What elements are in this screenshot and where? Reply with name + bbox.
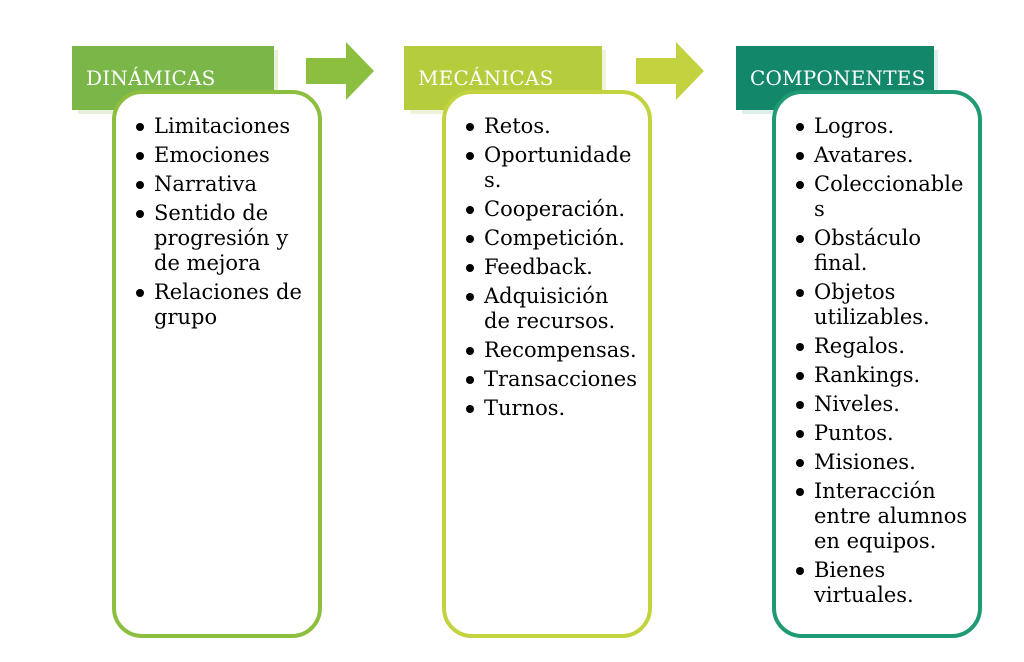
dinamicas-title: DINÁMICAS: [86, 66, 216, 90]
componentes-list: Logros. Avatares. Coleccionables Obstácu…: [796, 114, 968, 608]
dinamicas-list: Limitaciones Emociones Narrativa Sentido…: [136, 114, 308, 330]
list-item: Niveles.: [796, 392, 968, 417]
list-item: Competición.: [466, 226, 638, 251]
mecanicas-title: MECÁNICAS: [418, 66, 554, 90]
list-item: Relaciones de grupo: [136, 280, 308, 330]
list-item: Sentido de progresión y de mejora: [136, 201, 308, 276]
list-item: Retos.: [466, 114, 638, 139]
list-item: Obstáculo final.: [796, 226, 968, 276]
list-item: Oportunidades.: [466, 143, 638, 193]
dinamicas-box: Limitaciones Emociones Narrativa Sentido…: [112, 90, 322, 638]
list-item: Adquisición de recursos.: [466, 284, 638, 334]
list-item: Turnos.: [466, 396, 638, 421]
list-item: Cooperación.: [466, 197, 638, 222]
mecanicas-list: Retos. Oportunidades. Cooperación. Compe…: [466, 114, 638, 421]
list-item: Puntos.: [796, 421, 968, 446]
list-item: Avatares.: [796, 143, 968, 168]
arrow-right-icon: [636, 42, 704, 100]
componentes-title: COMPONENTES: [750, 66, 926, 90]
list-item: Logros.: [796, 114, 968, 139]
arrow-right-icon: [306, 42, 374, 100]
list-item: Narrativa: [136, 172, 308, 197]
componentes-box: Logros. Avatares. Coleccionables Obstácu…: [772, 90, 982, 638]
list-item: Rankings.: [796, 363, 968, 388]
list-item: Misiones.: [796, 450, 968, 475]
list-item: Interacción entre alumnos en equipos.: [796, 479, 968, 554]
list-item: Recompensas.: [466, 338, 638, 363]
list-item: Emociones: [136, 143, 308, 168]
list-item: Regalos.: [796, 334, 968, 359]
list-item: Limitaciones: [136, 114, 308, 139]
list-item: Transacciones: [466, 367, 638, 392]
list-item: Coleccionables: [796, 172, 968, 222]
list-item: Objetos utilizables.: [796, 280, 968, 330]
mecanicas-box: Retos. Oportunidades. Cooperación. Compe…: [442, 90, 652, 638]
list-item: Bienes virtuales.: [796, 558, 968, 608]
list-item: Feedback.: [466, 255, 638, 280]
